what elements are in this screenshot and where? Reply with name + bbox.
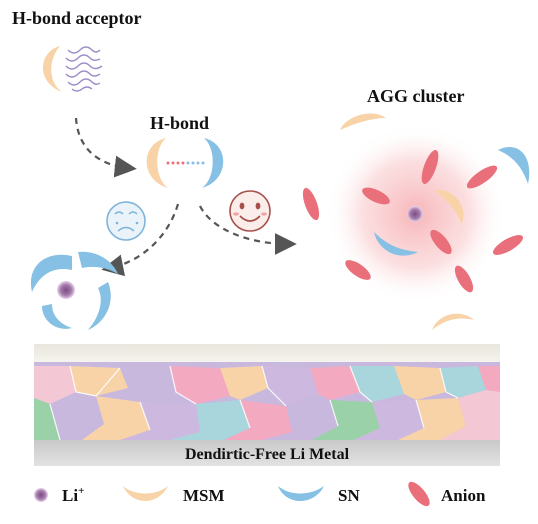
arrow-acceptor-to-hbond (74, 117, 137, 178)
sn-swatch (278, 486, 324, 501)
hbond-label: H-bond (150, 113, 209, 133)
arrow-hbond-to-agg (199, 205, 297, 255)
legend-anion: Anion (408, 481, 486, 507)
msm-crescent (432, 313, 474, 330)
li-metal-label: Dendirtic-Free Li Metal (185, 446, 350, 463)
sn-crescent (202, 138, 224, 188)
li-ion (57, 281, 75, 299)
anion (466, 165, 498, 189)
sn-crescent (42, 304, 72, 329)
sad-face-icon (106, 201, 146, 241)
li-ion (407, 206, 423, 222)
legend-sn: SN (278, 486, 360, 505)
sn-crescent (30, 254, 72, 292)
legend: Li+ MSM SN Anion (34, 481, 486, 507)
legend-sn-label: SN (338, 486, 360, 505)
legend-li: Li+ (34, 485, 84, 505)
sn-crescent (78, 251, 118, 274)
agg-cluster-label: AGG cluster (367, 86, 464, 106)
legend-li-label: Li+ (62, 485, 84, 505)
agg-cluster (302, 113, 530, 330)
anion (430, 229, 452, 255)
msm-crescent (340, 113, 386, 130)
hbond-pair (146, 138, 224, 188)
sn-crescent (88, 282, 111, 330)
acceptor-molecule (43, 46, 103, 92)
sn-crescent (498, 147, 530, 184)
slab-base (34, 440, 500, 466)
anion (421, 149, 439, 185)
anion (362, 187, 390, 205)
anion-swatch (408, 481, 430, 507)
arrow-hbond-to-li-complex (101, 203, 180, 277)
legend-msm: MSM (123, 486, 225, 505)
msm-swatch (123, 486, 168, 501)
li-sn-complex (30, 251, 118, 330)
legend-msm-label: MSM (183, 486, 225, 505)
smile-face-icon (229, 190, 271, 232)
legend-anion-label: Anion (441, 486, 486, 505)
grain-layer (34, 362, 500, 441)
li-metal-slab: Dendirtic-Free Li Metal (34, 344, 500, 466)
hbond-dots (166, 161, 205, 165)
hbond-acceptor-label: H-bond acceptor (12, 8, 142, 28)
msm-crescent (434, 189, 464, 224)
anion (302, 187, 320, 221)
anion (492, 235, 524, 255)
anion (454, 265, 474, 293)
msm-crescent (43, 46, 62, 92)
li-ion-swatch (34, 488, 48, 502)
squiggle-icon (65, 46, 103, 92)
sn-crescent (374, 232, 418, 256)
msm-crescent (146, 138, 168, 188)
anion (345, 260, 371, 280)
